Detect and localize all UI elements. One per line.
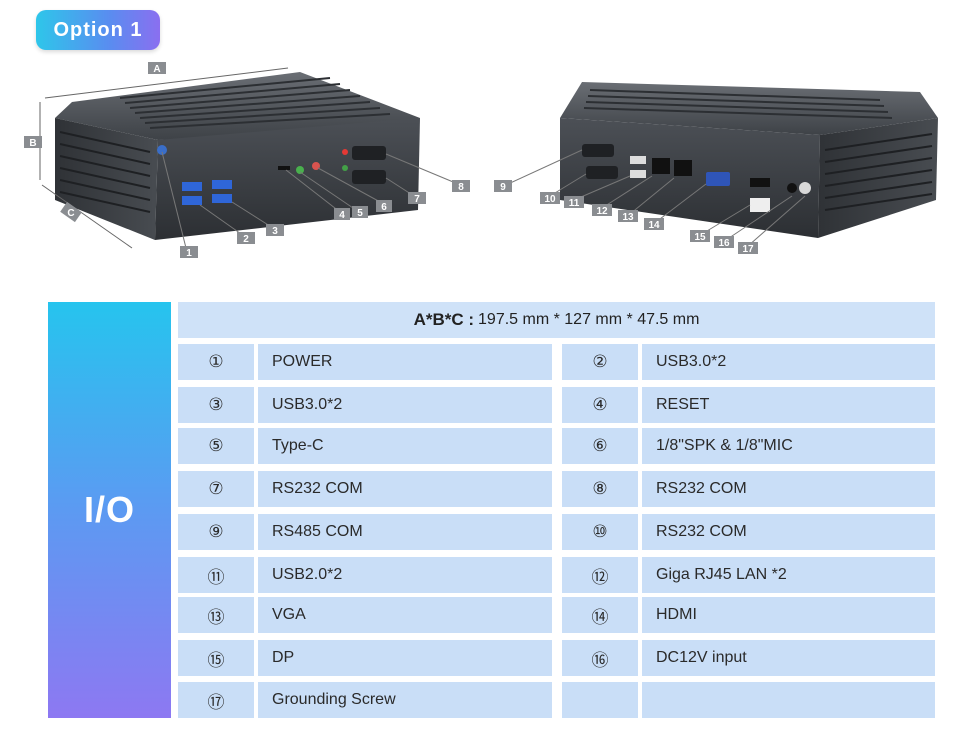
left-port-label: Type-C bbox=[258, 428, 552, 464]
callout-14: 14 bbox=[644, 218, 664, 231]
callout-3: 3 bbox=[266, 224, 284, 237]
left-port-label: POWER bbox=[258, 344, 552, 380]
svg-text:1: 1 bbox=[186, 248, 192, 259]
dimensions-value: 197.5 mm * 127 mm * 47.5 mm bbox=[478, 311, 700, 328]
callout-11: 11 bbox=[564, 196, 584, 209]
svg-text:C: C bbox=[67, 208, 74, 219]
left-number: ⑦ bbox=[178, 471, 254, 507]
option-label: Option 1 bbox=[53, 18, 143, 41]
right-number bbox=[562, 682, 638, 718]
right-number: ② bbox=[562, 344, 638, 380]
callout-a: A bbox=[148, 62, 166, 75]
callout-1: 1 bbox=[180, 246, 198, 259]
left-port-label: RS485 COM bbox=[258, 514, 552, 550]
svg-text:8: 8 bbox=[458, 182, 464, 193]
right-number: ⑧ bbox=[562, 471, 638, 507]
right-number: ④ bbox=[562, 387, 638, 423]
callout-17: 17 bbox=[738, 242, 758, 255]
left-number: ③ bbox=[178, 387, 254, 423]
right-port-label: RS232 COM bbox=[642, 514, 935, 550]
right-number: ⑯ bbox=[562, 640, 638, 676]
left-number: ⑤ bbox=[178, 428, 254, 464]
callout-4: 4 bbox=[334, 208, 350, 221]
left-port-label: DP bbox=[258, 640, 552, 676]
callout-6: 6 bbox=[376, 200, 392, 213]
svg-text:B: B bbox=[29, 138, 36, 149]
svg-text:5: 5 bbox=[357, 208, 363, 219]
svg-text:A: A bbox=[153, 64, 160, 75]
callout-10: 10 bbox=[540, 192, 560, 205]
left-port-label: USB3.0*2 bbox=[258, 387, 552, 423]
rear-view-device bbox=[560, 82, 938, 238]
left-number: ① bbox=[178, 344, 254, 380]
right-port-label: HDMI bbox=[642, 597, 935, 633]
dimensions-label: A*B*C : bbox=[413, 310, 475, 329]
right-number: ⑭ bbox=[562, 597, 638, 633]
left-number: ⑪ bbox=[178, 557, 254, 593]
right-port-label: USB3.0*2 bbox=[642, 344, 935, 380]
svg-text:13: 13 bbox=[622, 212, 634, 223]
svg-text:16: 16 bbox=[718, 238, 730, 249]
callout-16: 16 bbox=[714, 236, 734, 249]
right-port-label: Giga RJ45 LAN *2 bbox=[642, 557, 935, 593]
svg-text:14: 14 bbox=[648, 220, 660, 231]
svg-text:9: 9 bbox=[500, 182, 506, 193]
svg-text:6: 6 bbox=[381, 202, 387, 213]
callout-b: B bbox=[24, 136, 42, 149]
option-badge: Option 1 bbox=[36, 10, 160, 50]
callout-9: 9 bbox=[494, 180, 512, 193]
left-number: ⑮ bbox=[178, 640, 254, 676]
left-port-label: USB2.0*2 bbox=[258, 557, 552, 593]
callout-12: 12 bbox=[592, 204, 612, 217]
left-port-label: Grounding Screw bbox=[258, 682, 552, 718]
right-port-label: DC12V input bbox=[642, 640, 935, 676]
right-port-label bbox=[642, 682, 935, 718]
callout-8: 8 bbox=[452, 180, 470, 193]
right-number: ⑫ bbox=[562, 557, 638, 593]
callout-13: 13 bbox=[618, 210, 638, 223]
left-number: ⑰ bbox=[178, 682, 254, 718]
svg-text:3: 3 bbox=[272, 226, 278, 237]
dimensions-row: A*B*C : 197.5 mm * 127 mm * 47.5 mm bbox=[178, 302, 935, 338]
callout-7: 7 bbox=[408, 192, 426, 205]
svg-text:15: 15 bbox=[694, 232, 706, 243]
right-port-label: RS232 COM bbox=[642, 471, 935, 507]
right-number: ⑥ bbox=[562, 428, 638, 464]
svg-text:2: 2 bbox=[243, 234, 249, 245]
svg-text:7: 7 bbox=[414, 194, 420, 205]
svg-text:17: 17 bbox=[742, 244, 754, 255]
right-port-label: 1/8"SPK & 1/8"MIC bbox=[642, 428, 935, 464]
product-photo: A B C 1 2 3 4 5 6 7 8 9 10 11 12 13 14 1… bbox=[24, 62, 938, 259]
left-port-label: RS232 COM bbox=[258, 471, 552, 507]
svg-text:11: 11 bbox=[569, 198, 580, 209]
right-port-label: RESET bbox=[642, 387, 935, 423]
left-port-label: VGA bbox=[258, 597, 552, 633]
svg-text:4: 4 bbox=[339, 210, 345, 221]
left-number: ⑨ bbox=[178, 514, 254, 550]
io-panel: I/O bbox=[48, 302, 171, 718]
left-number: ⑬ bbox=[178, 597, 254, 633]
callout-15: 15 bbox=[690, 230, 710, 243]
callout-c: C bbox=[60, 201, 82, 223]
svg-text:12: 12 bbox=[596, 206, 608, 217]
callout-5: 5 bbox=[352, 206, 368, 219]
callout-tags: A B C 1 2 3 4 5 6 7 8 9 10 11 12 13 14 1… bbox=[24, 62, 758, 259]
svg-text:10: 10 bbox=[544, 194, 556, 205]
io-label: I/O bbox=[83, 489, 135, 530]
callout-2: 2 bbox=[237, 232, 255, 245]
right-number: ⑩ bbox=[562, 514, 638, 550]
